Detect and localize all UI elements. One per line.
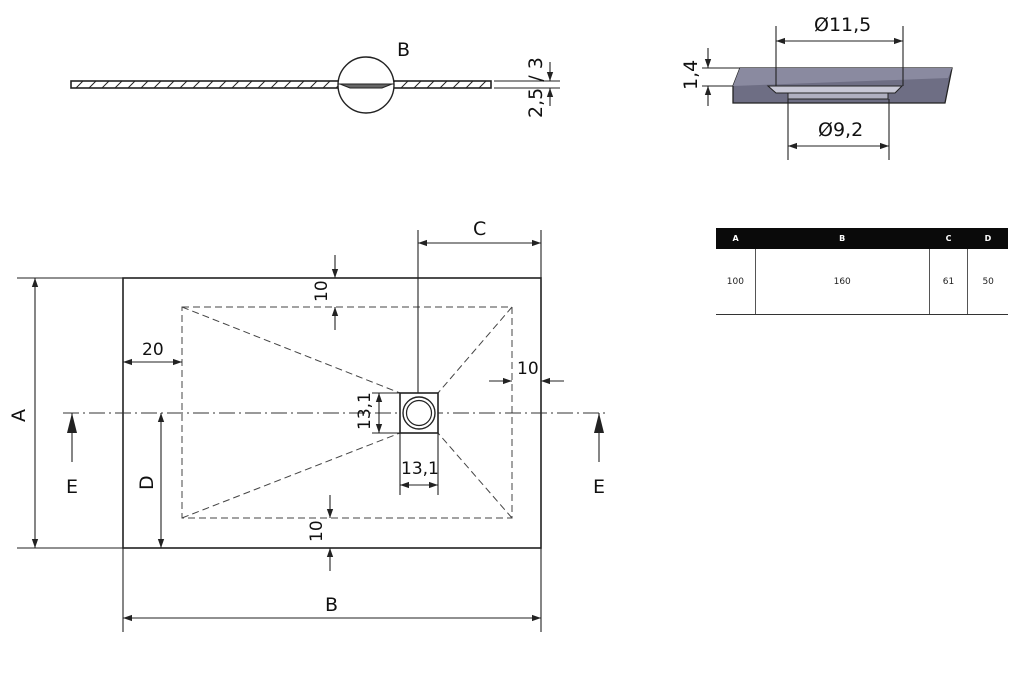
hatch-line bbox=[439, 80, 448, 89]
section-arrow-right bbox=[594, 413, 604, 433]
hatch-line bbox=[75, 80, 84, 89]
bottom-margin-label: 10 bbox=[307, 520, 327, 542]
dimension-d-label: D bbox=[136, 475, 158, 490]
table-row: 100 160 61 50 bbox=[716, 249, 1008, 315]
hatch-line bbox=[400, 80, 409, 89]
profile-hatching bbox=[75, 80, 487, 89]
hatch-line bbox=[244, 80, 253, 89]
section-label-right: E bbox=[593, 476, 605, 498]
thickness-label: 2,5 / 3 bbox=[525, 57, 547, 118]
table-header-row: A B C D bbox=[716, 228, 1008, 249]
drain-outer-ring bbox=[402, 396, 436, 430]
hatch-line bbox=[309, 80, 318, 89]
hatch-line bbox=[270, 80, 279, 89]
hatch-line bbox=[101, 80, 110, 89]
table-cell-c: 61 bbox=[928, 249, 968, 315]
hatch-line bbox=[166, 80, 175, 89]
dimension-a-label: A bbox=[8, 409, 30, 422]
drain-inner-ring bbox=[405, 399, 433, 427]
detail-b-drain-shape bbox=[339, 83, 393, 89]
table-cell-b: 160 bbox=[754, 249, 930, 315]
hatch-line bbox=[283, 80, 292, 89]
table-header-c: C bbox=[929, 228, 968, 249]
drain-height-label: 13,1 bbox=[355, 392, 375, 430]
hatch-line bbox=[192, 80, 201, 89]
plan-view: A D E E B C 10 10 20 10 bbox=[8, 218, 608, 632]
drain-recess bbox=[766, 85, 904, 94]
table-cell-a: 100 bbox=[716, 249, 756, 315]
top-margin-label: 10 bbox=[312, 280, 332, 302]
hatch-line bbox=[179, 80, 188, 89]
hatch-line bbox=[127, 80, 136, 89]
hatch-line bbox=[465, 80, 474, 89]
tray-profile-outline bbox=[70, 80, 492, 89]
profile-view: B 2,5 / 3 bbox=[70, 39, 560, 118]
left-margin-label: 20 bbox=[142, 340, 164, 360]
hatch-line bbox=[426, 80, 435, 89]
hatch-line bbox=[452, 80, 461, 89]
hatch-line bbox=[322, 80, 331, 89]
drain-detail: Ø11,5 Ø9,2 1,4 bbox=[680, 14, 953, 160]
table-header-a: A bbox=[716, 228, 756, 249]
drain-width-label: 13,1 bbox=[401, 459, 439, 479]
dimension-table: A B C D 100 160 61 50 bbox=[716, 228, 1008, 315]
drain-grate bbox=[787, 92, 889, 100]
section-label-left: E bbox=[66, 476, 78, 498]
hatch-line bbox=[153, 80, 162, 89]
hatch-line bbox=[296, 80, 305, 89]
top-diameter-label: Ø11,5 bbox=[814, 14, 871, 36]
hatch-line bbox=[88, 80, 97, 89]
section-arrow-left bbox=[67, 413, 77, 433]
drain-top-face bbox=[733, 68, 952, 86]
hatch-line bbox=[218, 80, 227, 89]
table-header-d: D bbox=[967, 228, 1008, 249]
dimension-c-label: C bbox=[473, 218, 486, 240]
hatch-line bbox=[478, 80, 487, 89]
depth-label: 1,4 bbox=[680, 60, 702, 90]
hatch-line bbox=[140, 80, 149, 89]
hatch-line bbox=[413, 80, 422, 89]
bottom-diameter-label: Ø9,2 bbox=[818, 119, 863, 141]
dimension-b-label: B bbox=[325, 594, 338, 616]
table-header-b: B bbox=[755, 228, 930, 249]
hatch-line bbox=[231, 80, 240, 89]
hatch-line bbox=[205, 80, 214, 89]
hatch-line bbox=[114, 80, 123, 89]
detail-callout-label: B bbox=[397, 39, 410, 61]
hatch-line bbox=[257, 80, 266, 89]
drain-square bbox=[399, 392, 439, 434]
table-cell-d: 50 bbox=[967, 249, 1008, 315]
right-margin-label: 10 bbox=[517, 359, 539, 379]
